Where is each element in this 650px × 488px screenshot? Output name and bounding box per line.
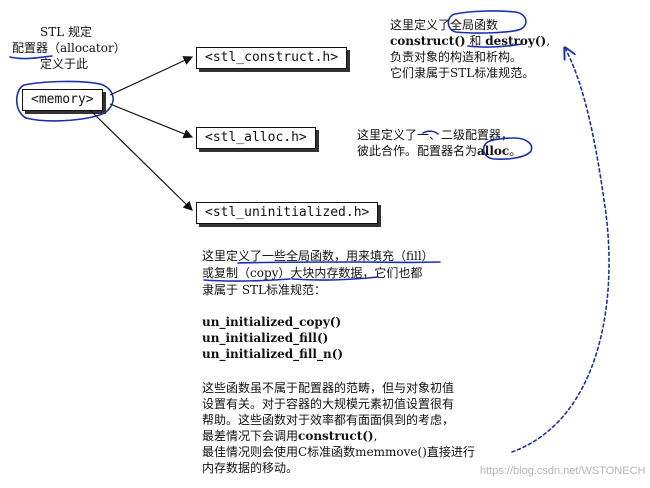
uninit-p5: 最佳情况则会使用C标准函数memmove()直接进行 — [202, 445, 475, 459]
construct-note-line1: 这里定义了全局函数 — [390, 18, 499, 32]
destroy-fn: destroy() — [485, 34, 547, 48]
left-note-line1: STL 规定 — [40, 25, 93, 39]
stl-construct-box: <stl_construct.h> — [196, 47, 348, 69]
arrow-to-uninit — [89, 109, 193, 211]
construct-note-line2: construct() 和 destroy(), — [390, 34, 551, 48]
uninit-p3: 帮助。这些函数对于效率都有面面俱到的考虑， — [202, 413, 455, 427]
construct-note-line4: 它们隶属于STL标准规范。 — [390, 66, 535, 80]
memory-box: <memory> — [22, 89, 103, 111]
fn-uninit-fill: un_initialized_fill() — [202, 331, 329, 345]
pen-annotations — [9, 10, 610, 453]
uninit-note-line3: 隶属于 STL标准规范： — [202, 283, 327, 297]
uninit-p6: 内存数据的移动。 — [202, 461, 299, 475]
alloc-note-line2: 彼此合作。配置器名为alloc。 — [357, 144, 522, 158]
construct-fn: construct() — [390, 34, 466, 48]
watermark: https://blog.csdn.net/WSTONECH — [480, 465, 646, 477]
fn-uninit-copy: un_initialized_copy() — [202, 315, 342, 329]
uninit-p4: 最差情况下会调用construct(), — [202, 429, 378, 443]
uninit-p1: 这些函数虽不属于配置器的范畴，但与对象初值 — [202, 381, 455, 395]
arrow-to-alloc — [109, 103, 194, 139]
arrow-to-construct — [109, 56, 194, 96]
uninit-p2: 设置有关。对于容器的大规模元素初值设置很有 — [202, 397, 455, 411]
stl-alloc-box: <stl_alloc.h> — [196, 127, 316, 149]
uninit-note-line2: 或复制（copy）大块内存数据，它们也都 — [202, 266, 423, 280]
construct-note-line3: 负责对象的构造和析构。 — [390, 50, 523, 64]
stl-uninitialized-box: <stl_uninitialized.h> — [196, 202, 379, 224]
left-note-line2: 配置器（allocator） — [12, 41, 126, 55]
uninit-note-line1: 这里定义了一些全局函数，用来填充（fill） — [202, 249, 434, 263]
alloc-note-line1: 这里定义了一、二级配置器， — [357, 128, 514, 142]
fn-uninit-fill-n: un_initialized_fill_n() — [202, 347, 344, 361]
left-note-line3: 定义于此 — [40, 57, 89, 71]
